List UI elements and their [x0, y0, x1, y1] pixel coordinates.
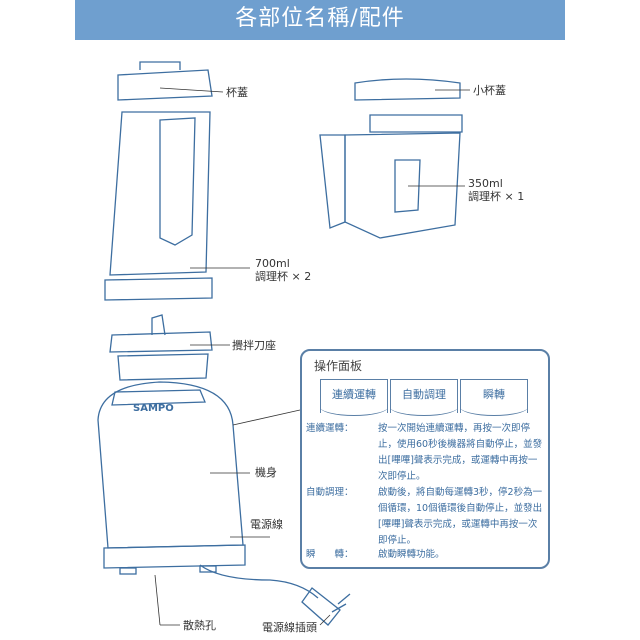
- page-title: 各部位名稱/配件: [75, 0, 565, 40]
- label-body: 機身: [255, 466, 277, 479]
- plug-drawing: [301, 587, 351, 626]
- cup-350-drawing: [319, 114, 463, 239]
- control-panel-callout: 操作面板 連續運轉 自動調理 瞬轉 連續運轉： 按一次開始連續運轉，再按一次即停止…: [300, 349, 550, 569]
- label-small-lid: 小杯蓋: [473, 84, 506, 97]
- body-drawing: [97, 381, 246, 575]
- label-cup-350-volume: 350ml: [468, 177, 503, 190]
- button-continuous: 連續運轉: [320, 379, 388, 416]
- label-plug: 電源線插頭: [262, 621, 317, 634]
- label-cord: 電源線: [250, 518, 283, 531]
- desc-pulse: 瞬 轉： 啟動瞬轉功能。: [306, 547, 550, 563]
- lid-drawing: [117, 61, 213, 101]
- small-lid-drawing: [354, 78, 461, 101]
- desc-text: 啟動後，將自動每運轉3秒，停2秒為一個循環，10個循環後自動停止，並發出[嗶嗶]…: [378, 487, 543, 546]
- button-auto: 自動調理: [390, 379, 458, 416]
- label-lid: 杯蓋: [226, 86, 248, 99]
- desc-key: 自動調理：: [306, 487, 354, 498]
- leader-lines: [154, 87, 470, 626]
- desc-key: 連續運轉：: [306, 423, 354, 434]
- desc-key: 瞬 轉：: [306, 549, 354, 560]
- brand-logo: SAMPO: [133, 403, 174, 414]
- label-vent: 散熱孔: [183, 619, 216, 632]
- button-pulse: 瞬轉: [460, 379, 528, 416]
- label-cup-700-volume: 700ml: [255, 257, 290, 270]
- desc-auto: 自動調理： 啟動後，將自動每運轉3秒，停2秒為一個循環，10個循環後自動停止，並發…: [306, 485, 550, 549]
- label-blade: 攪拌刀座: [232, 339, 276, 352]
- label-cup-700: 調理杯 × 2: [255, 270, 312, 283]
- blade-base-drawing: [109, 314, 213, 381]
- desc-text: 啟動瞬轉功能。: [378, 549, 445, 560]
- label-cup-350: 調理杯 × 1: [468, 190, 525, 203]
- cup-700-drawing: [104, 111, 213, 301]
- cord-line: [199, 564, 319, 599]
- panel-title: 操作面板: [314, 359, 363, 373]
- desc-continuous: 連續運轉： 按一次開始連續運轉，再按一次即停止，使用60秒後機器將自動停止，並發出…: [306, 421, 550, 485]
- desc-text: 按一次開始連續運轉，再按一次即停止，使用60秒後機器將自動停止，並發出[嗶嗶]聲…: [378, 423, 543, 482]
